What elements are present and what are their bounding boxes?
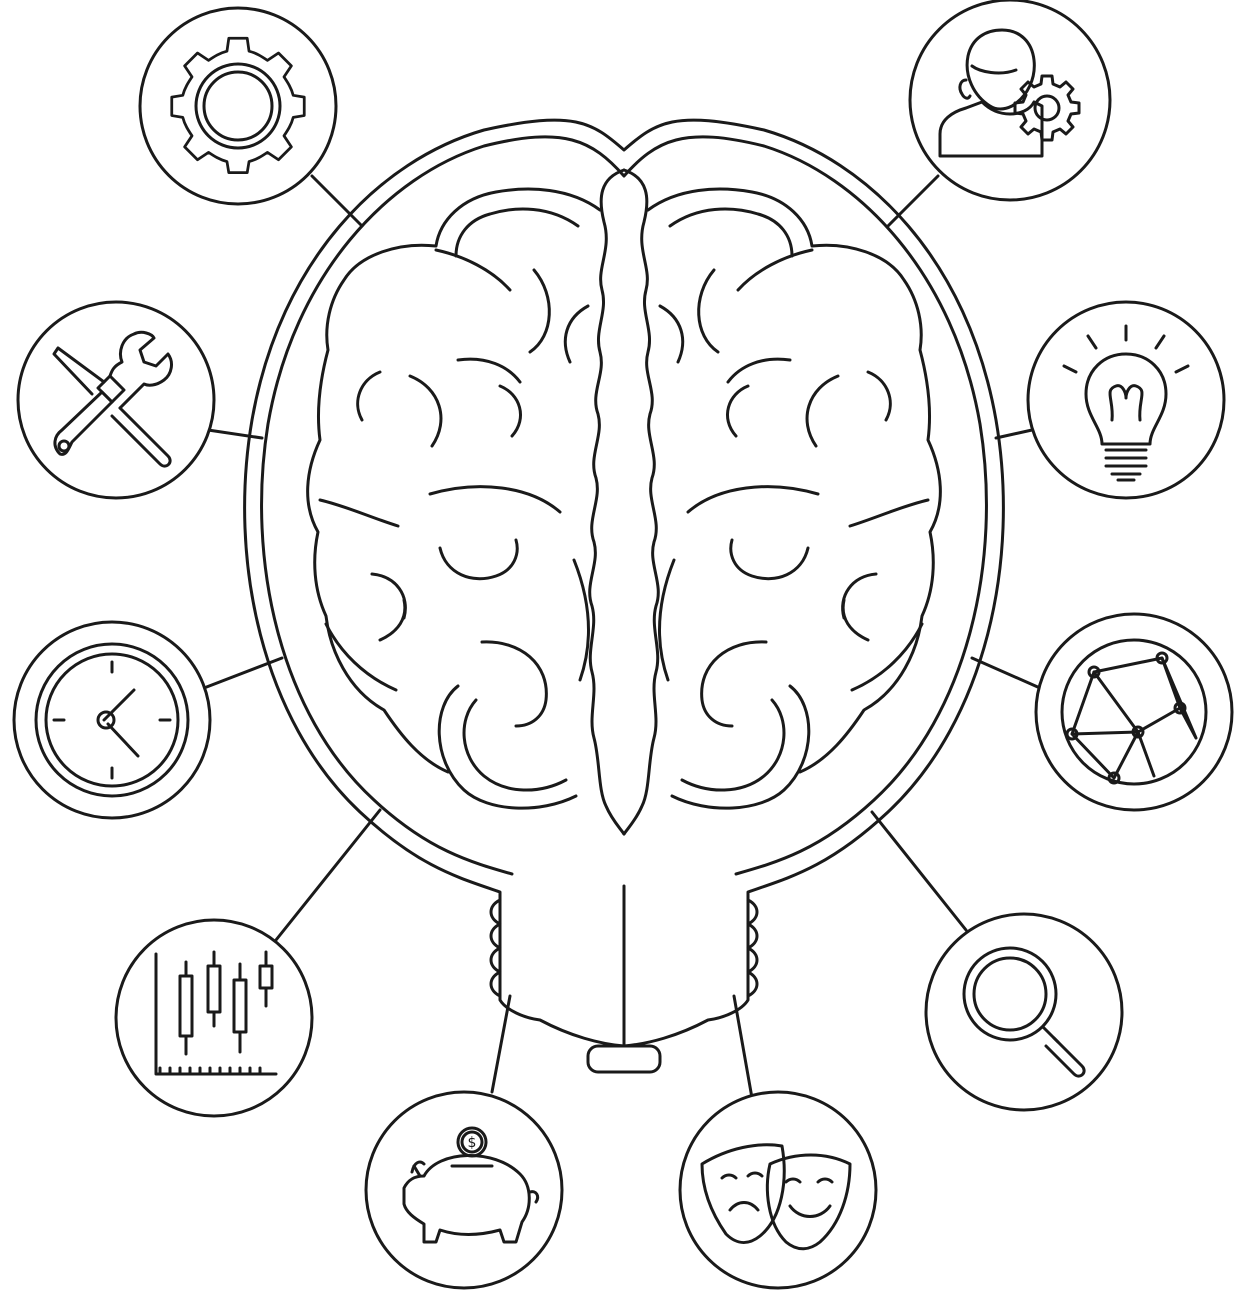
- circle-clock: [14, 622, 210, 818]
- icon-circles: [14, 0, 1232, 1288]
- circle-globe: [1036, 614, 1232, 810]
- coin-symbol: $: [468, 1135, 477, 1151]
- brain-right-hemisphere: [624, 170, 940, 834]
- circle-magnifier: [926, 914, 1122, 1110]
- brain-left-hemisphere: [308, 170, 624, 834]
- circle-piggy-bank: [366, 1092, 562, 1288]
